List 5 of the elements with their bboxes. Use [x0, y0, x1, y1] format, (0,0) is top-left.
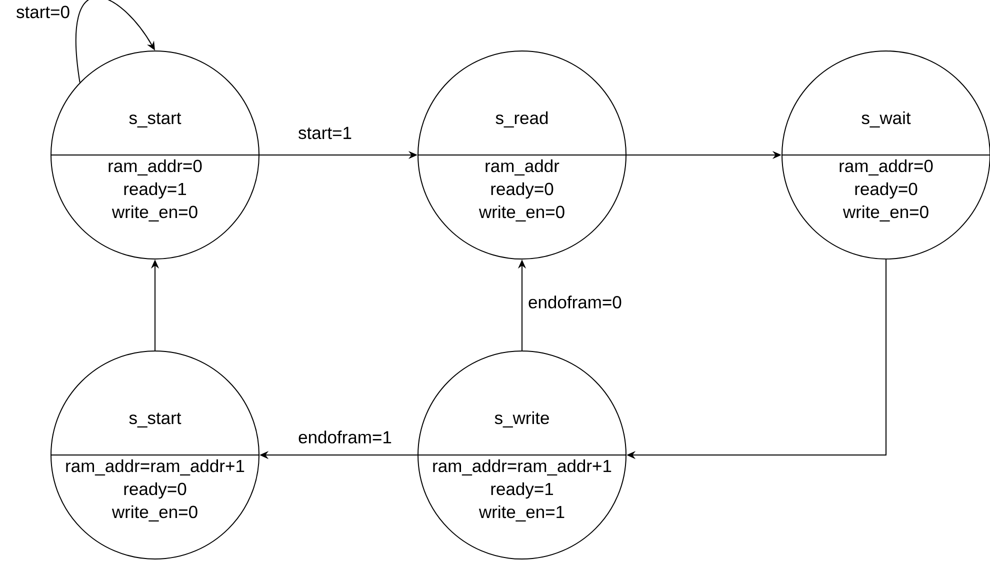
- edge-label: endofram=0: [526, 294, 624, 310]
- loop-arrow: [76, 0, 155, 83]
- edge-label: start=1: [296, 125, 354, 141]
- edge-label: endofram=1: [296, 429, 394, 445]
- edge-label: start=0: [14, 4, 72, 20]
